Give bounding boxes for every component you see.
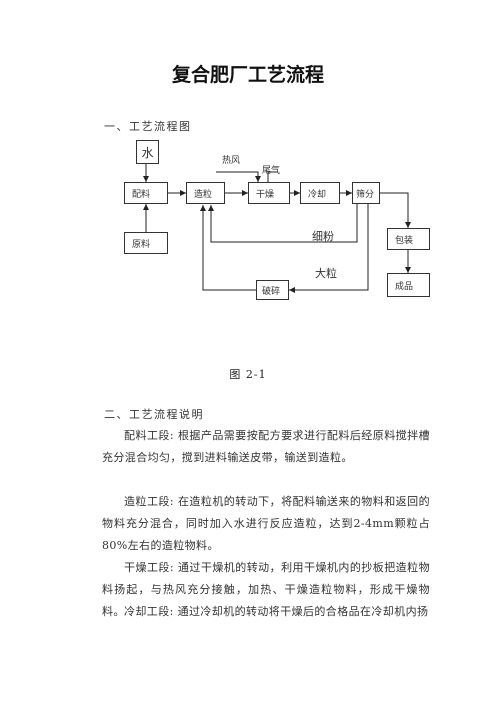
node-raw: 原料	[124, 232, 168, 254]
node-pack: 包装	[387, 228, 430, 250]
paragraph-granulation: 造粒工段: 在造粒机的转动下，将配料输送来的物料和返回的物料充分混合，同时加入水…	[102, 491, 430, 557]
paragraph-drying: 干燥工段: 通过干燥机的转动，利用干燥机内的抄板把造粒物料扬起，与热风充分接触，…	[102, 557, 430, 623]
node-dry: 干燥	[248, 182, 290, 204]
paragraph-mixing: 配料工段: 根据产品需要按配方要求进行配料后经原料搅拌槽充分混合均匀，搅到进料输…	[102, 425, 430, 469]
paragraph-cooling-text: 冷却工段: 通过冷却机的转动将干燥后的合格品在冷却机内扬	[124, 605, 429, 618]
label-fines: 细粉	[312, 230, 334, 243]
node-mix: 配料	[124, 182, 168, 204]
node-cool: 冷却	[300, 182, 340, 204]
label-large: 大粒	[315, 267, 337, 280]
node-granulate: 造粒	[186, 182, 225, 204]
arrow-crush-return	[200, 205, 256, 291]
paragraph-granulation-text: 造粒工段: 在造粒机的转动下，将配料输送来的物料和返回的物料充分混合，同时加入水…	[102, 495, 430, 552]
label-hot-air: 热风	[222, 156, 241, 166]
label-exhaust: 尾气	[262, 166, 281, 176]
node-screen: 筛分	[352, 182, 380, 204]
figure-caption: 图 2-1	[229, 368, 267, 381]
page-title: 复合肥厂工艺流程	[171, 64, 324, 86]
arrow-large-to-crush	[289, 204, 369, 293]
paragraph-cooling: 冷却工段: 通过冷却机的转动将干燥后的合格品在冷却机内扬	[102, 601, 430, 623]
paragraph-drying-text: 干燥工段: 通过干燥机的转动，利用干燥机内的抄板把造粒物料扬起，与热风充分接触，…	[102, 561, 430, 618]
arrow-fines-return	[208, 204, 358, 243]
node-crush: 破碎	[256, 280, 289, 300]
section-heading-description: 二、工艺流程说明	[104, 408, 204, 421]
line-exhaust	[267, 171, 278, 182]
arrow-hot-air	[216, 171, 261, 182]
arrow-screen-to-pack	[380, 192, 411, 228]
paragraph-mixing-text: 配料工段: 根据产品需要按配方要求进行配料后经原料搅拌槽充分混合均匀，搅到进料输…	[102, 429, 430, 464]
node-water: 水	[136, 140, 159, 164]
section-heading-flowchart: 一、工艺流程图	[104, 120, 192, 133]
node-product: 成品	[387, 273, 430, 297]
